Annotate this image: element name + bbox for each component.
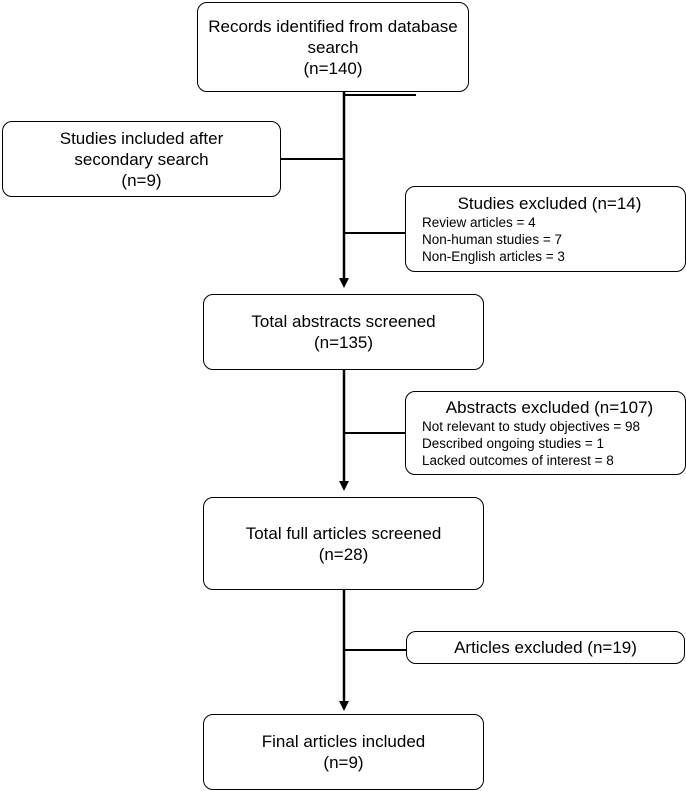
abstracts-screened-count: (n=135) <box>313 333 374 352</box>
secondary-search-line-1: Studies included after <box>59 128 224 148</box>
records-identified-line-2: search <box>307 37 359 57</box>
articles-excluded-title: Articles excluded (n=19) <box>454 638 637 657</box>
records-identified-box: Records identified from database search … <box>197 2 469 92</box>
abstracts-excluded-item: Lacked outcomes of interest = 8 <box>422 453 614 468</box>
studies-excluded-item: Non-human studies = 7 <box>422 232 562 247</box>
studies-excluded-title: Studies excluded (n=14) <box>457 194 642 213</box>
full-articles-screened-box: Total full articles screened (n=28) <box>203 497 484 590</box>
final-articles-box: Final articles included (n=9) <box>203 714 484 790</box>
secondary-search-count: (n=9) <box>121 170 162 190</box>
abstracts-excluded-item: Not relevant to study objectives = 98 <box>422 419 640 434</box>
secondary-search-box: Studies included after secondary search … <box>2 121 281 197</box>
abstracts-excluded-box: Abstracts excluded (n=107) Not relevant … <box>405 391 686 475</box>
studies-excluded-item: Non-English articles = 3 <box>422 249 565 264</box>
abstracts-screened-box: Total abstracts screened (n=135) <box>203 294 484 370</box>
abstracts-excluded-title: Abstracts excluded (n=107) <box>445 398 654 417</box>
full-articles-screened-label: Total full articles screened <box>245 523 442 543</box>
studies-excluded-item: Review articles = 4 <box>422 215 536 230</box>
secondary-search-line-2: secondary search <box>74 149 209 169</box>
articles-excluded-box: Articles excluded (n=19) <box>406 631 685 664</box>
final-articles-count: (n=9) <box>323 753 364 772</box>
final-articles-label: Final articles included <box>261 732 426 751</box>
records-identified-count: (n=140) <box>303 58 363 78</box>
abstracts-excluded-item: Described ongoing studies = 1 <box>422 436 604 451</box>
full-articles-screened-count: (n=28) <box>318 544 369 564</box>
studies-excluded-box: Studies excluded (n=14) Review articles … <box>405 186 686 272</box>
abstracts-screened-label: Total abstracts screened <box>251 312 436 331</box>
records-identified-line-1: Records identified from database <box>208 16 458 36</box>
